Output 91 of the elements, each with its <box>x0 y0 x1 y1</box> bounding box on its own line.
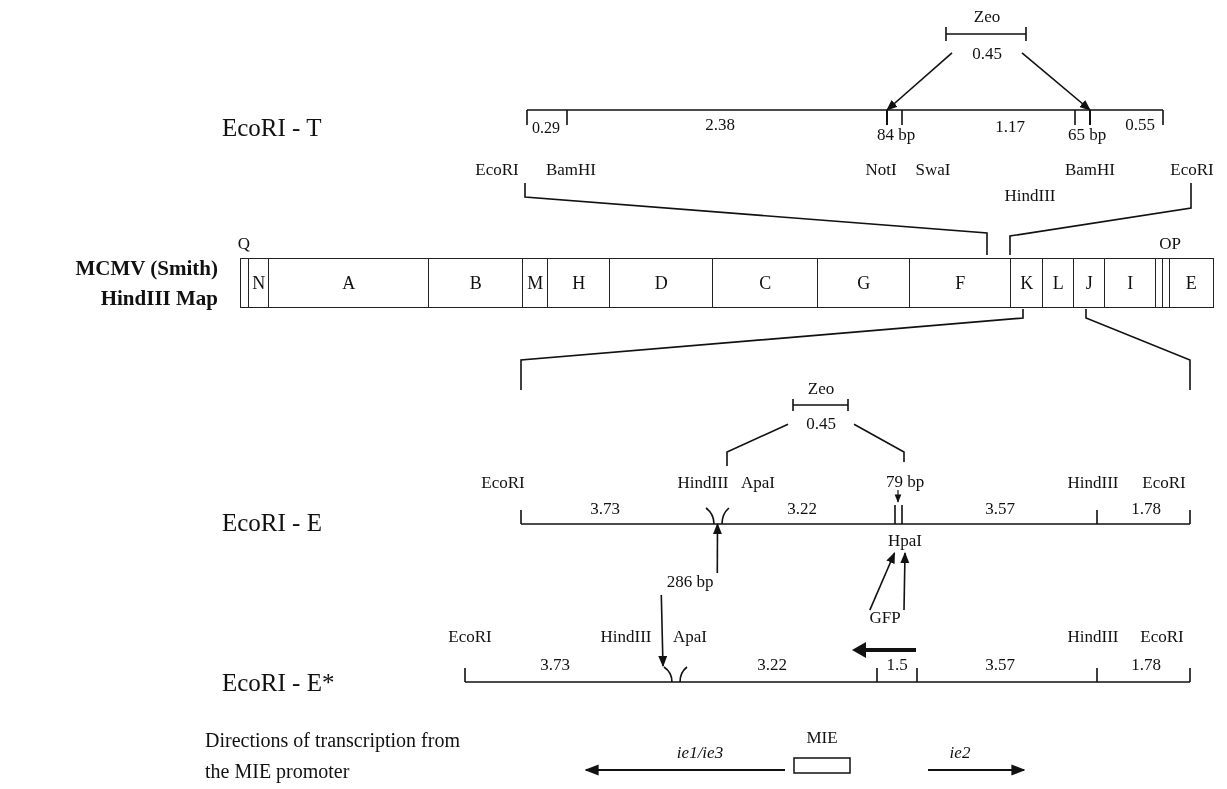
transcript-label: ie2 <box>949 743 971 763</box>
map-segment <box>1169 258 1214 308</box>
map-label: NotI <box>865 160 897 180</box>
insert-label: 0.45 <box>806 415 836 434</box>
map-label: 1.17 <box>995 117 1025 137</box>
map-segment <box>248 258 270 308</box>
map-label: 84 bp <box>876 125 916 145</box>
segment-letter: K <box>1020 272 1034 294</box>
segment-letter: J <box>1085 272 1093 294</box>
arrow <box>1021 52 1091 111</box>
map-label: EcoRI <box>475 160 519 180</box>
map-label: 0.55 <box>1125 115 1155 135</box>
map-segment <box>522 258 549 308</box>
segment-letter: I <box>1127 272 1134 294</box>
insertion-junction <box>663 666 688 682</box>
segment-letter: B <box>469 272 482 294</box>
map-label: 79 bp <box>885 472 925 492</box>
restriction-site-tick <box>1089 110 1091 125</box>
insert-label: Zeo <box>807 380 835 399</box>
fragment-title: EcoRI - E* <box>222 668 335 698</box>
map-label: EcoRI <box>1170 160 1214 180</box>
map-label: BamHI <box>546 160 596 180</box>
map-label: EcoRI <box>1140 627 1184 647</box>
map-segment <box>1073 258 1106 308</box>
map-label: HindIII <box>1004 186 1056 206</box>
segment-letter: A <box>342 272 356 294</box>
map-label: ApaI <box>741 473 775 493</box>
insertion-junction <box>705 507 730 524</box>
map-label: EcoRI <box>448 627 492 647</box>
restriction-site-tick <box>886 110 888 125</box>
map-label: 3.73 <box>590 499 620 519</box>
fragment-title: EcoRI - T <box>222 113 322 143</box>
segment-label: Q <box>237 234 251 254</box>
map-segment <box>1042 258 1075 308</box>
segment-label: OP <box>1159 234 1181 254</box>
arrow <box>886 52 953 111</box>
insert-label: 0.45 <box>972 45 1002 64</box>
arrow <box>713 522 722 574</box>
map-label: BamHI <box>1065 160 1115 180</box>
map-label: EcoRI <box>481 473 525 493</box>
map-label: 0.29 <box>532 118 560 138</box>
segment-letter: G <box>857 272 871 294</box>
map-title: MCMV (Smith) <box>75 255 218 281</box>
promoter-label: MIE <box>806 729 838 748</box>
map-label: 3.73 <box>540 655 570 675</box>
map-label: 3.57 <box>985 499 1015 519</box>
map-label: 3.57 <box>985 655 1015 675</box>
map-label: 2.38 <box>705 115 735 135</box>
arrow <box>658 594 668 668</box>
map-segment <box>428 258 524 308</box>
segment-letter: L <box>1052 272 1064 294</box>
map-label: 1.78 <box>1131 655 1161 675</box>
map-segment <box>1104 258 1157 308</box>
note-text: Directions of transcription from the MIE promoter <box>205 728 461 785</box>
segment-letter: E <box>1185 272 1197 294</box>
arrow <box>900 551 910 611</box>
segment-letter: D <box>654 272 668 294</box>
map-label: EcoRI <box>1142 473 1186 493</box>
map-label: ApaI <box>673 627 707 647</box>
insert-label: HpaI <box>888 532 922 551</box>
segment-letter: M <box>527 272 544 294</box>
map-label: HindIII <box>677 473 729 493</box>
map-label: 3.22 <box>757 655 787 675</box>
segment-letter: C <box>759 272 772 294</box>
segment-letter: N <box>252 272 266 294</box>
connector-line <box>726 423 789 467</box>
fragment-title: EcoRI - E <box>222 508 322 538</box>
map-segment <box>547 258 611 308</box>
insert-label: Zeo <box>973 8 1001 27</box>
map-segment <box>1010 258 1044 308</box>
segment-letter: H <box>572 272 586 294</box>
map-segment <box>817 258 911 308</box>
map-label: 65 bp <box>1067 125 1107 145</box>
map-segment <box>909 258 1012 308</box>
insert-label: 286 bp <box>666 573 714 592</box>
map-label: HindIII <box>600 627 652 647</box>
map-segment <box>268 258 430 308</box>
map-label: HindIII <box>1067 627 1119 647</box>
insert-label: GFP <box>869 609 901 628</box>
connector-line <box>853 423 905 463</box>
transcript-label: ie1/ie3 <box>676 743 724 763</box>
map-label: HindIII <box>1067 473 1119 493</box>
arrow <box>869 551 896 611</box>
map-segment <box>712 258 819 308</box>
map-label: SwaI <box>915 160 951 180</box>
segment-letter: F <box>955 272 966 294</box>
map-label: 1.5 <box>886 655 908 675</box>
map-title: HindIII Map <box>100 285 218 311</box>
map-label: 3.22 <box>787 499 817 519</box>
map-segment <box>609 258 714 308</box>
map-label: 1.78 <box>1131 499 1161 519</box>
